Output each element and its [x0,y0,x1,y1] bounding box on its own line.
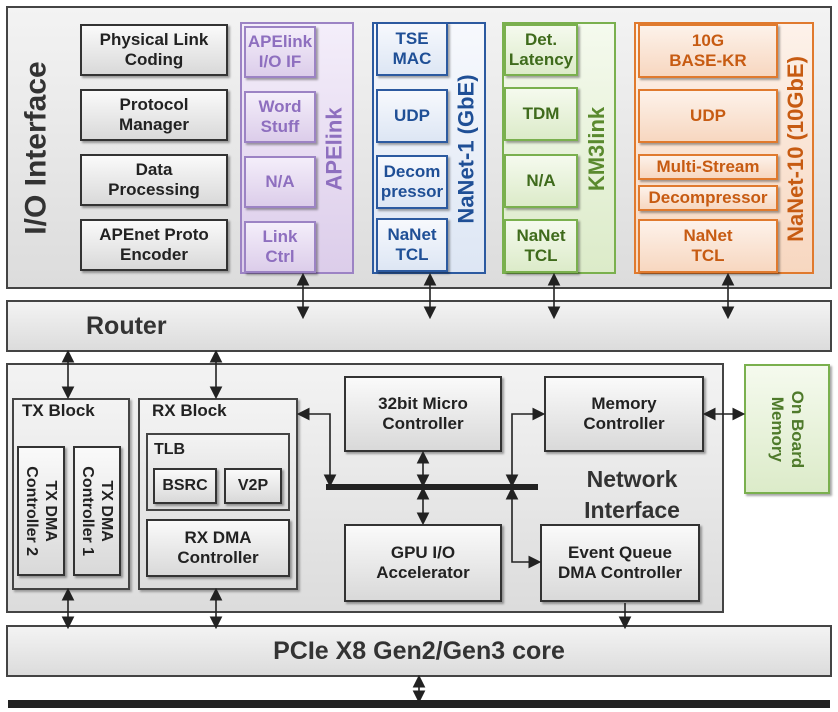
apelink-na-block: N/A [244,156,316,208]
apenet-proto-encoder-block: APEnet Proto Encoder [80,219,228,271]
km3link-na-block: N/A [504,154,578,208]
internal-bus [326,484,538,490]
host-bus [8,700,830,708]
decompressor-10g-block: Decompressor [638,185,778,211]
arrow-rx-bus [296,407,337,488]
nanet1-udp-block: UDP [376,89,448,143]
apelink-io-if-block: APElink I/O IF [244,26,316,78]
nanet10-udp-block: UDP [638,89,778,143]
arrow-memctrl-bus [505,407,546,488]
data-processing-block: Data Processing [80,154,228,206]
micro-controller-block: 32bit Micro Controller [344,376,502,452]
on-board-memory-block: On Board Memory [744,364,830,494]
word-stuff-block: Word Stuff [244,91,316,143]
network-interface-label: Network Interface [584,466,680,524]
router-bar: Router [6,300,832,352]
bsrc-block: BSRC [153,468,217,504]
tx-dma-controller-2: TX DMA Controller 2 [17,446,65,576]
pcie-core-label: PCIe X8 Gen2/Gen3 core [273,636,565,665]
10g-base-kr-block: 10G BASE-KR [638,24,778,78]
memory-controller-block: Memory Controller [544,376,704,452]
tse-mac-block: TSE MAC [376,22,448,76]
rx-dma-controller-block: RX DMA Controller [146,519,290,577]
tx-block-label: TX Block [22,401,95,420]
rx-block-label: RX Block [152,401,227,420]
arrow-bus-eventqueue [505,486,542,569]
protocol-manager-block: Protocol Manager [80,89,228,141]
router-label: Router [86,311,167,340]
event-queue-dma-controller-block: Event Queue DMA Controller [540,524,700,602]
nanet1-tcl-block: NaNet TCL [376,218,448,272]
tlb-label: TLB [154,441,186,458]
multi-stream-block: Multi-Stream [638,154,778,180]
tdm-block: TDM [504,87,578,141]
pcie-core-bar: PCIe X8 Gen2/Gen3 core [6,625,832,677]
physical-link-coding-block: Physical Link Coding [80,24,228,76]
km3link-tcl-block: NaNet TCL [504,219,578,273]
decompressor-block: Decom pressor [376,155,448,209]
nanet10-tcl-block: NaNet TCL [638,219,778,273]
link-ctrl-block: Link Ctrl [244,221,316,273]
det-latency-block: Det. Latency [504,24,578,76]
v2p-block: V2P [224,468,282,504]
tx-dma-controller-1: TX DMA Controller 1 [73,446,121,576]
